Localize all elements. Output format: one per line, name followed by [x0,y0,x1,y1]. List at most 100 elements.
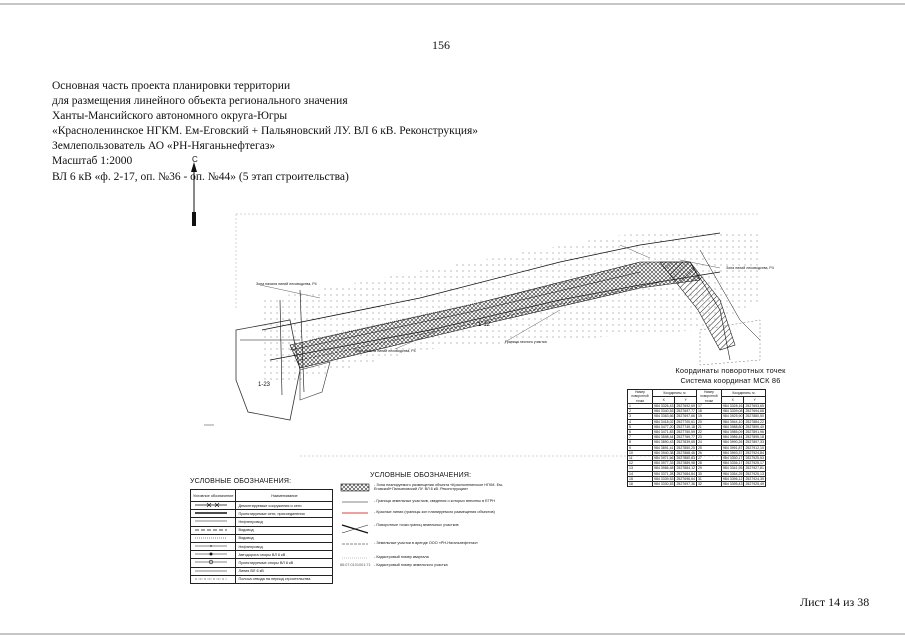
legend-1-table: Условное обозначение Наименование Демонт… [189,489,334,584]
legend-1-row: Демонтируемые сооружения и сети [189,500,334,511]
point-x: 984 3993,37 [720,449,745,457]
title-line-4: «Красноленинское НГКМ. Ем-Еговский + Пал… [52,125,479,138]
legend-2-symbol-icon [340,483,370,493]
station-label-middle: 1-12 [478,322,491,328]
legend-1-symbol-icon [189,500,237,511]
point-x: 984 3336,17 [720,460,745,467]
point-x: 984 3991,87 [720,444,745,451]
point-y: 2527697,77 [674,408,697,415]
map-annotation-b: Зона начала линий лесоводства, Р4 [355,349,416,353]
point-y: 2527692,69 [674,402,697,410]
legend-1-item-name: Водовод [235,533,334,543]
legend-1-symbol-icon [189,525,237,535]
point-y: 2527889,98 [674,460,697,467]
legend-1-row: Полоса отвода на период строительства [189,574,334,584]
legend-1-symbol-icon [189,533,237,543]
point-x: 984 3940,38 [651,449,676,457]
legend-1-item-name: Полоса отвода на период строительства [235,574,334,584]
point-y: 2527890,40 [743,423,766,431]
legend-2-symbol-icon [340,524,370,536]
point-y: 2527749,18 [674,423,697,431]
header-x-right: X [720,396,745,404]
point-y: 2527750,59 [674,428,697,436]
point-y: 2527850,20 [674,444,697,451]
point-x: 984 3339,53 [651,475,676,483]
point-y: 2527697,66 [674,413,697,420]
point-x: 984 3966,48 [651,465,676,472]
point-x: 984 3471,83 [651,428,676,436]
leader-2 [394,329,441,350]
branch-edge [699,249,761,341]
legend-2-item: - Кадастровый номер земельного участка [374,563,448,567]
point-x: 984 3354,25 [720,470,745,477]
sheet-label: Лист 14 из 38 [800,595,870,609]
coordinates-header-row: Номер поворотной точки Координаты, м Ном… [627,389,766,404]
leader-5 [619,244,651,259]
header-x-left: X [651,396,676,404]
leader-4 [679,259,721,269]
legend-2-title: УСЛОВНЫЕ ОБОЗНАЧЕНИЯ: [370,472,472,479]
legend-2-row: - Красные линии (границы зон планируемог… [340,510,495,517]
point-y: 2527891,96 [743,428,766,436]
legend-1-row: Линия ВЛ 6 кВ [189,566,334,576]
legend-1-symbol-icon [189,509,237,519]
legend-2-symbol-icon [340,501,370,506]
point-y: 2527925,53 [743,455,766,462]
title-line-7: ВЛ 6 кВ «ф. 2-17, оп. №36 - оп. №44» (5 … [52,170,349,183]
point-x: 984 3988,80 [720,423,745,431]
parcel-right [699,319,761,366]
map-annotation-a: Зона начала линий лесоводства, Р4 [256,282,317,286]
point-x: 984 3339,08 [720,408,745,415]
coordinates-title-line-2: Система координат МСК 86 [680,375,781,385]
point-y: 2527693,65 [743,402,766,410]
header-y-right: Y [743,396,766,404]
legend-1-symbol-icon [189,566,237,576]
point-y: 2527769,77 [674,434,697,441]
point-y: 2527927,81 [743,465,766,472]
point-x: 984 3990,26 [720,439,745,446]
point-x: 984 3986,44 [720,434,745,441]
point-x: 984 3477,20 [651,423,676,431]
legend-1-col-name: Наименование [235,489,334,502]
point-x: 984 3363,66 [651,413,676,420]
header-coords-right: Координаты, м [720,389,766,397]
header-num-left: Номер поворотной точки [627,389,653,404]
north-label: С [192,155,198,164]
point-x: 984 3396,12 [720,475,745,483]
pipeline-line [299,281,661,361]
legend-1-row: Нефтепровод [189,517,334,527]
legend-1-row: Водовод [189,533,334,543]
legend-2-item: - Земельные участки в аренде ООО «РН-Няг… [374,541,478,545]
point-x: 984 3341,95 [720,465,745,472]
legend-1-row: Проектируемые опоры ВЛ 6 кВ [189,558,334,568]
branch-line [689,261,731,361]
title-line-6: Масштаб 1:2000 [52,155,133,168]
legend-1-symbol-icon: н [189,541,237,552]
legend-2-item: - Красные линии (границы зон планируемог… [374,510,495,514]
title-line-3: Ханты-Мансийского автономного округа-Югр… [52,110,288,123]
point-x: 984 3985,09 [720,428,745,436]
parcel-left-inner [299,361,331,401]
point-y: 2527884,22 [743,418,766,425]
cross-line-2 [299,289,305,393]
legend-2-row: - Зона планируемого размещения объекта «… [340,483,503,493]
legend-2-row: - Кадастровый номер квартала [340,555,429,562]
point-x: 984 3971,66 [651,455,676,462]
coordinates-title-line-1: Координаты поворотных точек [675,366,786,375]
point-x: 984 3395,43 [720,481,745,488]
title-line-2: для размещения линейного объекта региона… [52,95,348,108]
point-y: 2527924,35 [743,475,766,483]
legend-1-item-name: Демонтируемые сооружения и сети [235,500,334,511]
legend-1-item-name: Линия ВЛ 6 кВ [235,566,334,576]
